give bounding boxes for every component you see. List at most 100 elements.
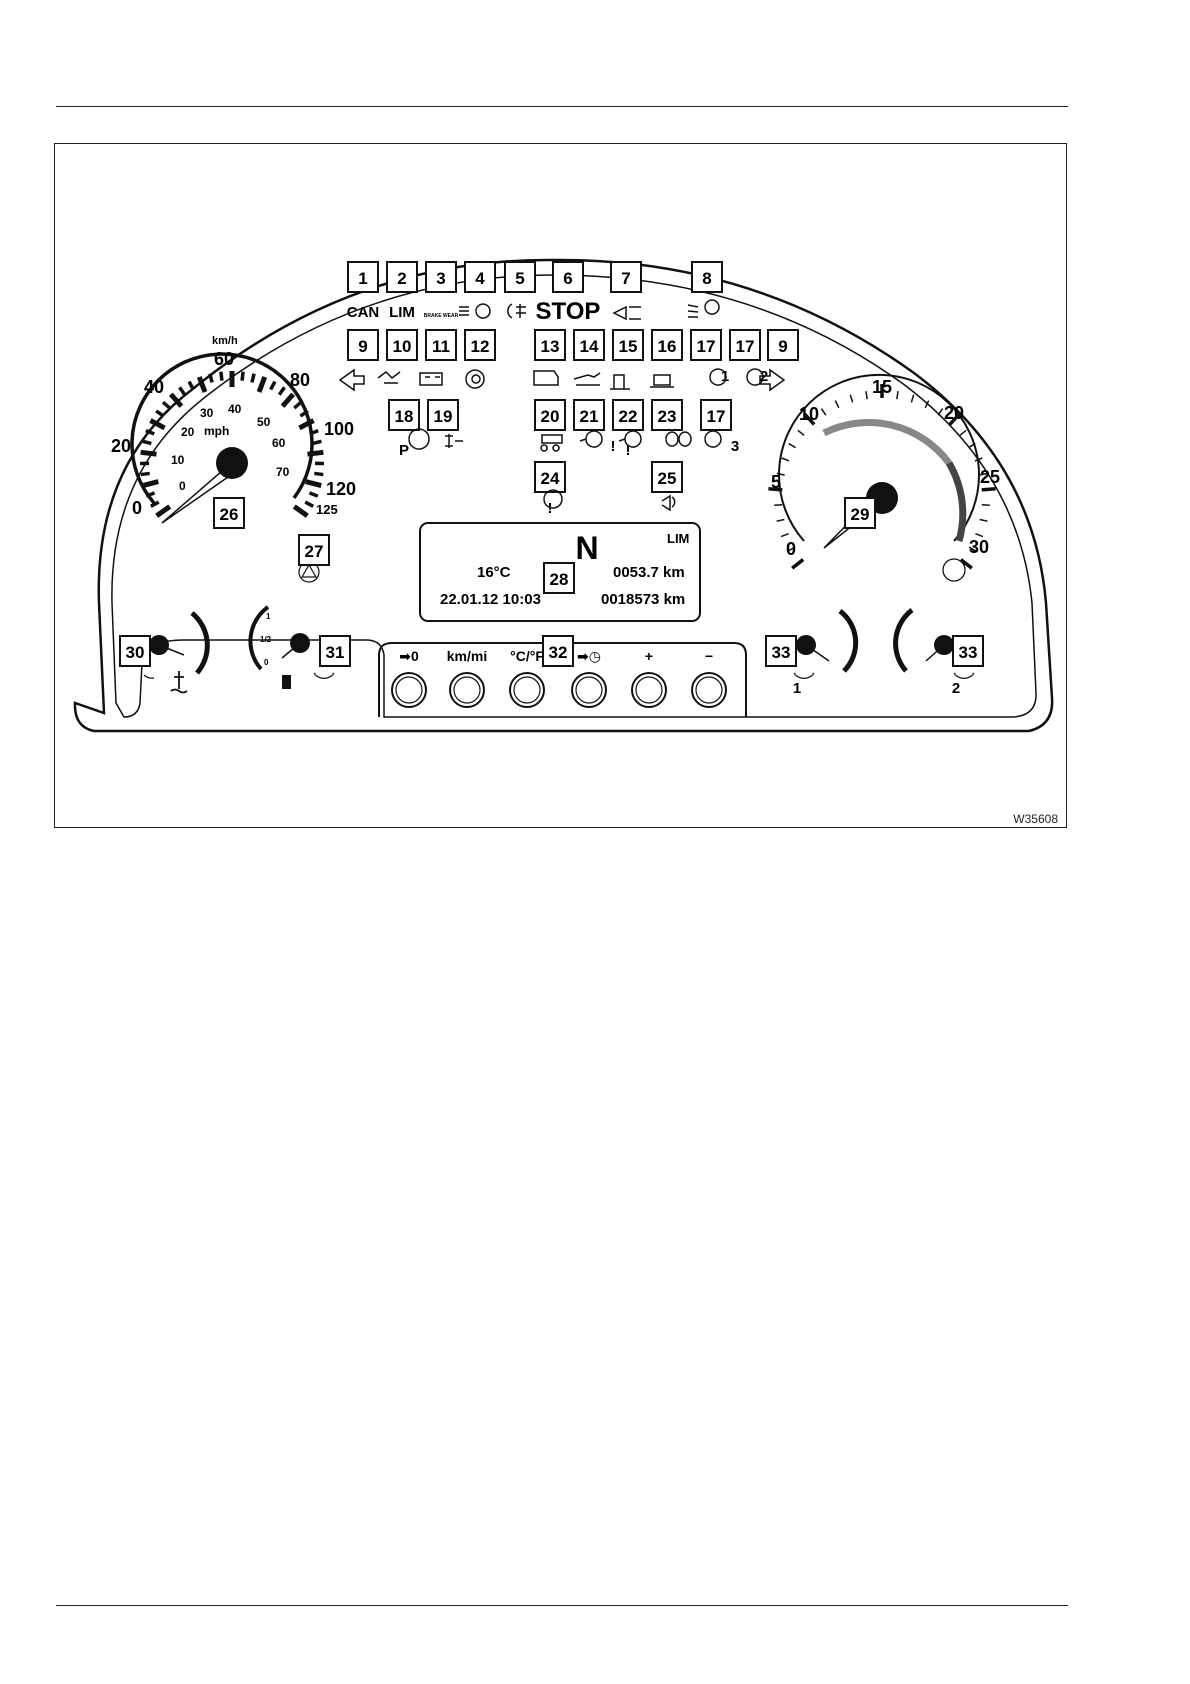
display-button-label: km/mi [447, 648, 487, 664]
speedometer-hub [216, 447, 248, 479]
tachometer-tick [959, 558, 973, 570]
callout-number: 17 [707, 407, 726, 426]
callout-number: 29 [851, 505, 870, 524]
fuel-water-icon [610, 374, 630, 390]
callout-number: 22 [619, 407, 638, 426]
speedometer-tick [145, 491, 156, 498]
display-odometer: 0018573 km [601, 591, 685, 608]
speedometer-tick [161, 400, 171, 410]
brake-pressure-gauge-2 [893, 608, 975, 679]
display-button-4[interactable]: + [631, 648, 667, 708]
tachometer-tick [979, 518, 988, 522]
exhaust-brake-icon [377, 371, 401, 384]
kmh-tick-40: 40 [144, 377, 164, 397]
callout-number: 9 [778, 337, 787, 356]
callout-number: 12 [471, 337, 490, 356]
speedometer-tick [250, 373, 256, 383]
tachometer-green-band [822, 419, 952, 466]
display-button-3[interactable]: ➡◷ [571, 648, 607, 708]
callout-label: 2 [952, 680, 960, 697]
callout-18: 18P [388, 399, 420, 459]
mph-tick-60: 60 [272, 436, 286, 450]
display-button-1[interactable]: km/mi [447, 648, 487, 708]
brake-pressure-gauge-1 [793, 609, 859, 679]
callout-14: 14 [573, 329, 605, 361]
callout-25: 25 [651, 461, 683, 493]
callout-number: 27 [305, 542, 324, 561]
battery-icon [419, 372, 443, 386]
figure-id: W35608 [1013, 812, 1058, 826]
callout-12: 12 [464, 329, 496, 361]
callout-label: 3 [731, 438, 739, 455]
display-button-5[interactable]: − [691, 648, 727, 708]
display-date-time: 22.01.12 10:03 [440, 591, 541, 608]
callout-10: 10 [386, 329, 418, 361]
steering-circuit-3-icon [704, 430, 722, 448]
gear-indicator: N [575, 530, 598, 566]
speedometer-tick [140, 471, 150, 477]
cluster-outline-inner [111, 274, 1037, 718]
callout-number: 2 [397, 269, 406, 288]
high-beam-icon [687, 299, 720, 318]
speedometer-tick [168, 392, 184, 408]
rear-fog-light-icon [507, 303, 526, 319]
tachometer-indicator-lamp [942, 558, 966, 582]
callout-number: 21 [580, 407, 599, 426]
speedometer-tick [309, 429, 319, 436]
speedometer-tick [219, 371, 224, 381]
tachometer-tick [797, 429, 805, 436]
fuel-tick-half: 1/2 [260, 635, 272, 644]
callout-27: 27 [298, 534, 330, 566]
speedometer-tick [187, 380, 195, 391]
speedometer-tick [142, 479, 159, 488]
turn-left-icon [338, 368, 365, 392]
speedometer-tick [140, 449, 157, 457]
callout-number: 15 [619, 337, 638, 356]
tachometer-tick [865, 391, 868, 400]
display-button-0[interactable]: ➡0 [391, 648, 427, 708]
tachometer-tick [910, 394, 915, 403]
callout-number: 24 [541, 469, 560, 488]
mph-tick-70: 70 [276, 465, 290, 479]
speedometer-tick [142, 439, 152, 446]
kmh-tick-20: 20 [111, 436, 131, 456]
speedometer-tick [312, 439, 322, 446]
tachometer-tick [791, 558, 805, 570]
steering-warning-icon [579, 430, 603, 448]
speedometer-tick [155, 409, 165, 418]
callout-number: 26 [220, 505, 239, 524]
callout-number: 18 [395, 407, 414, 426]
callout-number: 32 [549, 643, 568, 662]
trailer-indicator-icon [612, 305, 641, 321]
callout-20: 20 [534, 399, 566, 431]
callout-29: 29 [844, 497, 876, 529]
callout-number: 19 [434, 407, 453, 426]
display-button-2[interactable]: °C/°F [509, 648, 545, 708]
speedometer: km/h mph 0 20 40 60 80 100 120 0 10 20 3… [111, 335, 356, 583]
speedometer-tick [298, 418, 315, 431]
display-temperature: 16°C [477, 564, 511, 581]
speedometer-ticks [139, 371, 325, 518]
speedometer-tick [196, 376, 208, 393]
speedometer-tick [314, 471, 324, 477]
mph-tick-50: 50 [257, 415, 271, 429]
kmh-tick-0: 0 [132, 498, 142, 518]
tachometer-tick [974, 457, 983, 462]
callout-28: 28 [543, 562, 575, 594]
callout-label: BRAKE WEAR [424, 313, 459, 319]
engine-check-icon [533, 370, 559, 386]
callout-17: 17 3 [700, 399, 739, 455]
tacho-tick-0: 0 [786, 539, 796, 559]
tachometer-tick [975, 533, 984, 538]
callout-number: 23 [658, 407, 677, 426]
callout-number: 20 [541, 407, 560, 426]
tachometer-red-band [945, 461, 967, 542]
callout-26: 26 [213, 497, 245, 529]
callout-8: 8 [691, 261, 723, 293]
callout-number: 33 [772, 643, 791, 662]
tacho-tick-5: 5 [771, 472, 781, 492]
figure-frame [54, 143, 1067, 828]
turn-right-icon [759, 368, 786, 392]
callout-number: 33 [959, 643, 978, 662]
speedometer-tick [305, 479, 322, 488]
